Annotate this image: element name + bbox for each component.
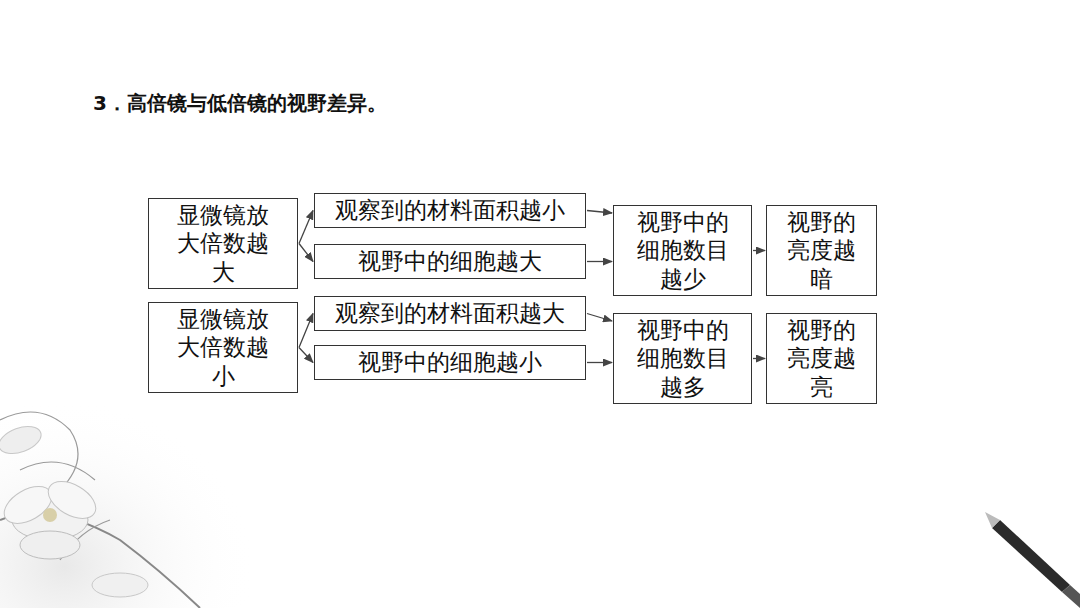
- flow-arrow: [587, 362, 612, 363]
- box-text: 视野的亮度越亮: [777, 316, 867, 400]
- effect-box: 观察到的材料面积越大: [314, 296, 586, 331]
- cause-box: 显微镜放大倍数越小: [148, 302, 298, 393]
- flow-arrow: [299, 314, 313, 348]
- flow-arrow: [587, 261, 612, 262]
- cause-box: 显微镜放大倍数越大: [148, 198, 298, 289]
- flow-arrow: [587, 314, 612, 322]
- flow-arrow: [299, 211, 313, 244]
- slide-title: 3．高倍镜与低倍镜的视野差异。: [93, 90, 387, 117]
- pen: [985, 512, 1080, 608]
- flow-arrow: [299, 348, 313, 363]
- box-text: 观察到的材料面积越大: [335, 299, 565, 327]
- effect-box: 视野中的细胞越小: [314, 345, 586, 380]
- flow-arrow: [753, 358, 765, 359]
- box-text: 视野中的细胞越大: [358, 247, 542, 275]
- box-text: 视野中的细胞数目越多: [628, 316, 738, 400]
- box-text: 视野的亮度越暗: [777, 208, 867, 292]
- result-box: 视野中的细胞数目越多: [613, 313, 752, 404]
- box-text: 显微镜放大倍数越小: [168, 305, 278, 389]
- box-text: 视野中的细胞数目越少: [628, 208, 738, 292]
- box-text: 视野中的细胞越小: [358, 348, 542, 376]
- result-box: 视野中的细胞数目越少: [613, 205, 752, 296]
- brightness-box: 视野的亮度越暗: [766, 205, 877, 296]
- flow-arrow: [587, 211, 612, 214]
- brightness-box: 视野的亮度越亮: [766, 313, 877, 404]
- flow-arrow: [299, 244, 313, 262]
- effect-box: 观察到的材料面积越小: [314, 193, 586, 228]
- effect-box: 视野中的细胞越大: [314, 244, 586, 279]
- box-text: 观察到的材料面积越小: [335, 196, 565, 224]
- box-text: 显微镜放大倍数越大: [168, 201, 278, 285]
- flow-arrow: [753, 250, 765, 251]
- flower: [0, 421, 148, 597]
